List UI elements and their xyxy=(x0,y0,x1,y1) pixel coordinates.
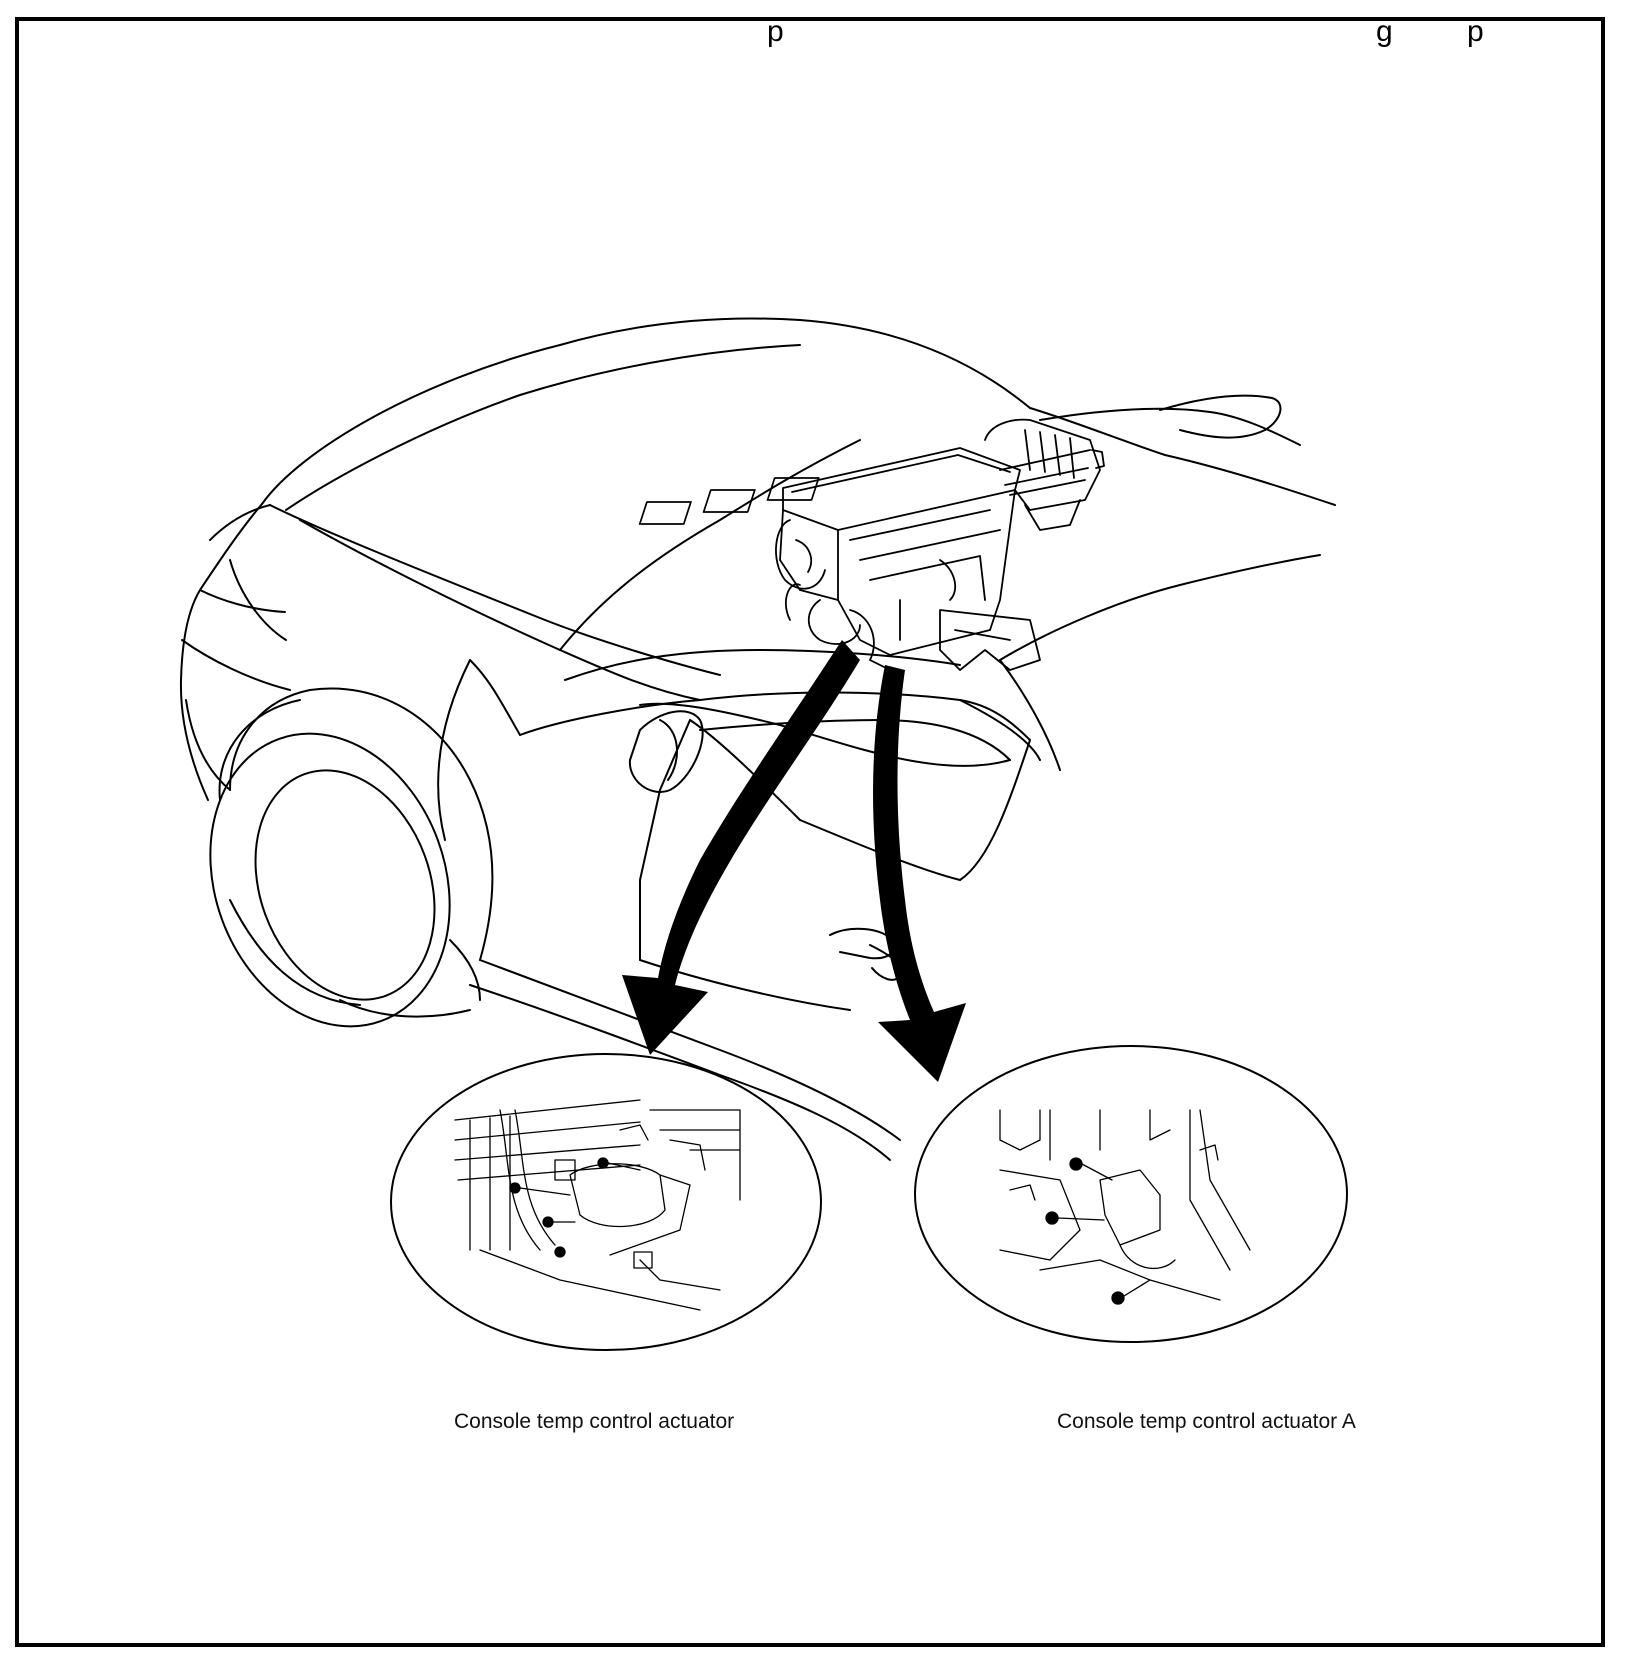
arrow-left xyxy=(622,640,860,1055)
diagram-frame: p g p xyxy=(15,15,1605,1647)
caption-left: Console temp control actuator xyxy=(454,1410,735,1433)
header-fragment-b: g xyxy=(1376,15,1393,48)
detail-circle-right xyxy=(914,1045,1348,1343)
callout-arrows xyxy=(622,640,966,1082)
arrow-right xyxy=(873,665,966,1082)
car-body xyxy=(179,317,1336,1161)
header-fragment-c: p xyxy=(1467,15,1484,48)
detail-circle-left xyxy=(390,1053,822,1351)
header-fragment-a: p xyxy=(767,15,784,48)
caption-right: Console temp control actuator A xyxy=(1057,1410,1356,1433)
hvac-unit xyxy=(638,418,1105,671)
